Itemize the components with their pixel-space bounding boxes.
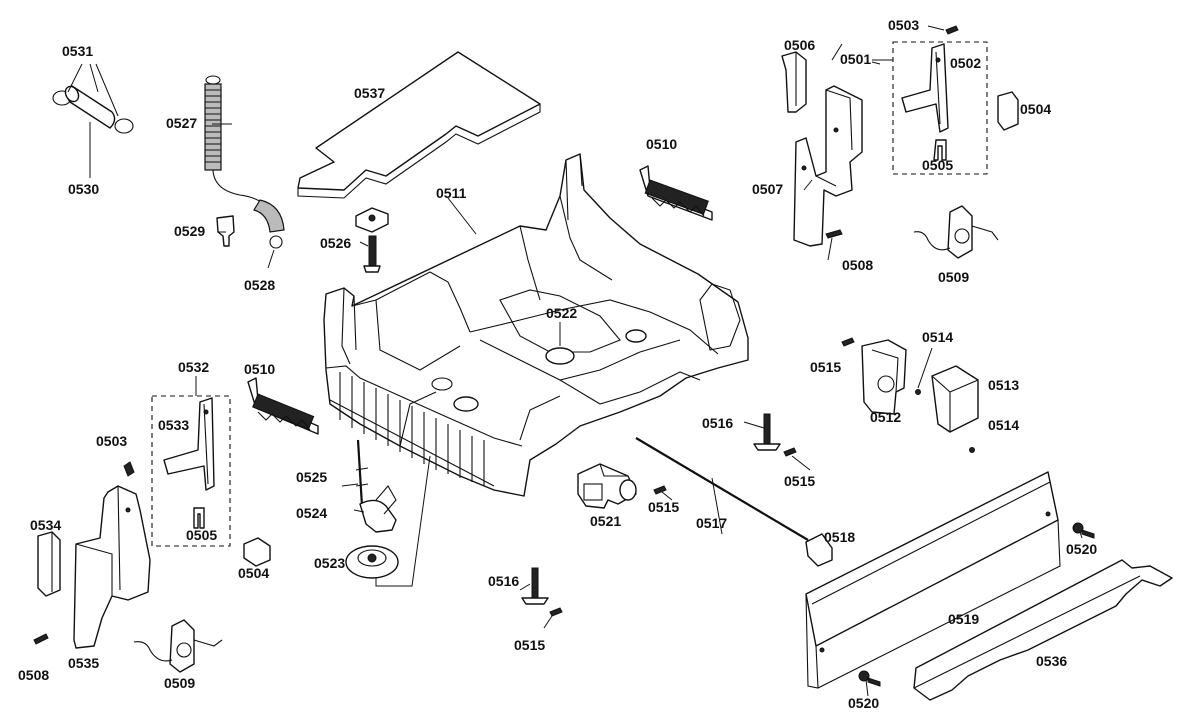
label-0537: 0537 — [354, 85, 385, 101]
label-0532: 0532 — [178, 359, 209, 375]
label-0505-right: 0505 — [922, 157, 953, 173]
label-0531: 0531 — [62, 43, 93, 59]
label-0514-upper: 0514 — [922, 329, 953, 345]
label-0529: 0529 — [174, 223, 205, 239]
right-sensor-part — [913, 205, 999, 259]
corrugated-hose-part — [204, 75, 285, 249]
label-0515-upper: 0515 — [810, 359, 841, 375]
label-0530: 0530 — [68, 181, 99, 197]
label-0524: 0524 — [296, 505, 327, 521]
label-0513: 0513 — [988, 377, 1019, 393]
label-0520-right: 0520 — [1066, 541, 1097, 557]
label-0515-mid: 0515 — [648, 499, 679, 515]
hose-sleeve-part — [52, 63, 134, 178]
label-0518: 0518 — [824, 529, 855, 545]
label-0505-left: 0505 — [186, 527, 217, 543]
label-0533: 0533 — [158, 417, 189, 433]
front-panel-part — [805, 471, 1061, 689]
label-0517: 0517 — [696, 515, 727, 531]
label-0512: 0512 — [870, 409, 901, 425]
mid-screws-part — [521, 413, 797, 617]
label-0521: 0521 — [590, 513, 621, 529]
label-0504-left: 0504 — [238, 565, 269, 581]
label-0527: 0527 — [166, 115, 197, 131]
base-tub-part — [323, 153, 749, 497]
label-0525: 0525 — [296, 469, 327, 485]
label-0514-lower: 0514 — [988, 417, 1019, 433]
label-0522: 0522 — [546, 305, 577, 321]
base-strip-part — [913, 559, 1173, 701]
label-0503-right: 0503 — [888, 17, 919, 33]
leveling-screw-part — [355, 207, 389, 273]
label-0503-left: 0503 — [96, 433, 127, 449]
label-0536: 0536 — [1036, 653, 1067, 669]
drain-motor-group — [345, 439, 431, 587]
label-0526: 0526 — [320, 235, 351, 251]
label-0510-lower: 0510 — [244, 361, 275, 377]
upper-spring-part — [639, 165, 713, 221]
label-0511: 0511 — [436, 185, 467, 201]
left-sensor-part — [133, 619, 223, 673]
label-0534: 0534 — [30, 517, 61, 533]
top-cover-panel-part — [297, 51, 541, 199]
label-0509-left: 0509 — [164, 675, 195, 691]
label-0516-lower: 0516 — [488, 573, 519, 589]
panel-screws-part — [858, 522, 1095, 687]
label-0504-right: 0504 — [1020, 101, 1051, 117]
label-0501: 0501 — [840, 51, 871, 67]
label-0506: 0506 — [784, 37, 815, 53]
right-bracket-group — [781, 25, 1019, 247]
part-labels: 0531 0530 0527 0529 0528 0537 0510 0510 … — [18, 17, 1097, 711]
leader-lines — [212, 25, 1083, 697]
label-0523: 0523 — [314, 555, 345, 571]
lower-spring-part — [247, 377, 319, 435]
label-0515-lower: 0515 — [514, 637, 545, 653]
label-0507: 0507 — [752, 181, 783, 197]
rod-part — [635, 437, 833, 567]
label-0502: 0502 — [950, 55, 981, 71]
control-housing-part — [841, 337, 979, 453]
label-0508-left: 0508 — [18, 667, 49, 683]
left-bracket-group — [33, 376, 271, 649]
label-0509-right: 0509 — [938, 269, 969, 285]
inlet-valve-part — [577, 463, 637, 509]
label-0528: 0528 — [244, 277, 275, 293]
label-0510-upper: 0510 — [646, 136, 677, 152]
label-0516-right: 0516 — [702, 415, 733, 431]
label-0520-lower: 0520 — [848, 695, 879, 711]
label-0535: 0535 — [68, 655, 99, 671]
label-0515-right: 0515 — [784, 473, 815, 489]
label-0508-right: 0508 — [842, 257, 873, 273]
label-0519: 0519 — [948, 611, 979, 627]
